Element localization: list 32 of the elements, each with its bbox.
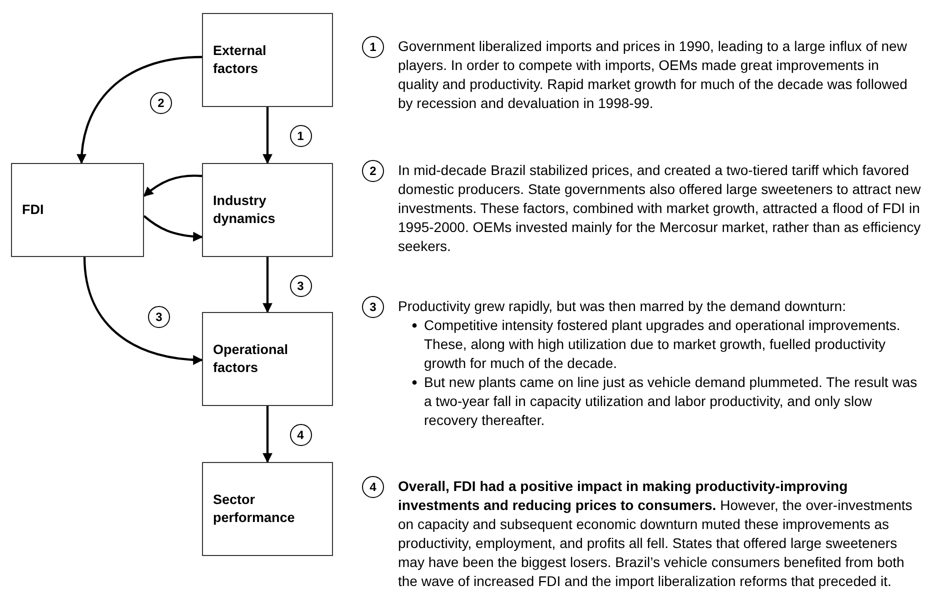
- callout-number: 3: [290, 274, 312, 296]
- note-text: In mid-decade Brazil stabilized prices, and created a two-tiered tariff which favored domestic producers. State governments also offered large sweeteners to attract new investments. These factors, combined with market growth, attracted a flood of FDI in 1995-2000. OEMs invested mainly for the Mercosur market, rather than as efficiency seekers.: [398, 161, 922, 256]
- process-box: [202, 13, 333, 107]
- arrow: [143, 215, 203, 242]
- box-label: Industry dynamics: [213, 192, 276, 228]
- process-box: [202, 312, 333, 406]
- box-label: Sector performance: [213, 491, 296, 527]
- note-text: Government liberalized imports and prices in 1990, leading to a large influx of new players. In order to compete with imports, OEMs made great improvements in quality and productivity. Rapid market growth for much of the decade was followed by recession and devaluation in 1998-99.: [398, 37, 908, 113]
- process-box: [11, 163, 144, 257]
- arrow: [77, 56, 202, 164]
- process-box: [202, 462, 333, 556]
- arrow: [262, 107, 272, 164]
- callout-number: 4: [362, 476, 384, 498]
- box-label: Operational factors: [213, 341, 290, 377]
- note-text: Productivity grew rapidly, but was then marred by the demand downturn:: [398, 297, 847, 316]
- callout-number: 2: [362, 160, 384, 182]
- arrow: [262, 257, 272, 313]
- callout-number: 1: [290, 125, 312, 147]
- process-box: [202, 163, 333, 257]
- callout-number: 3: [148, 306, 170, 328]
- note-text: Overall, FDI had a positive impact in making productivity-improving investments and reducing prices to consumers. However, the over-investments on capacity and subsequent economic downturn muted these improvements as productivity, employment, and profits all fell. States that offered large sweeteners may have been the biggest losers. Brazil’s vehicle consumers benefited from both the wave of increased FDI and the import liberalization reforms that preceded it.: [398, 477, 914, 591]
- arrow: [83, 256, 203, 365]
- callout-number: 3: [362, 296, 384, 318]
- box-label: FDI: [22, 201, 44, 219]
- arrow: [143, 174, 202, 197]
- callout-number: 4: [290, 424, 312, 446]
- bullet-text: But new plants came on line just as vehicle demand plummeted. The result was a two-year fall in capacity utilization and labor productivity, and only slow recovery thereafter.: [424, 373, 918, 430]
- callout-number: 2: [150, 92, 172, 114]
- bullet-text: Competitive intensity fostered plant upgrades and operational improvements. These, along with high utilization due to market growth, fuelled productivity growth for much of the decade.: [424, 316, 902, 373]
- callout-number: 1: [362, 36, 384, 58]
- box-label: External factors: [213, 42, 268, 78]
- arrow: [262, 406, 272, 463]
